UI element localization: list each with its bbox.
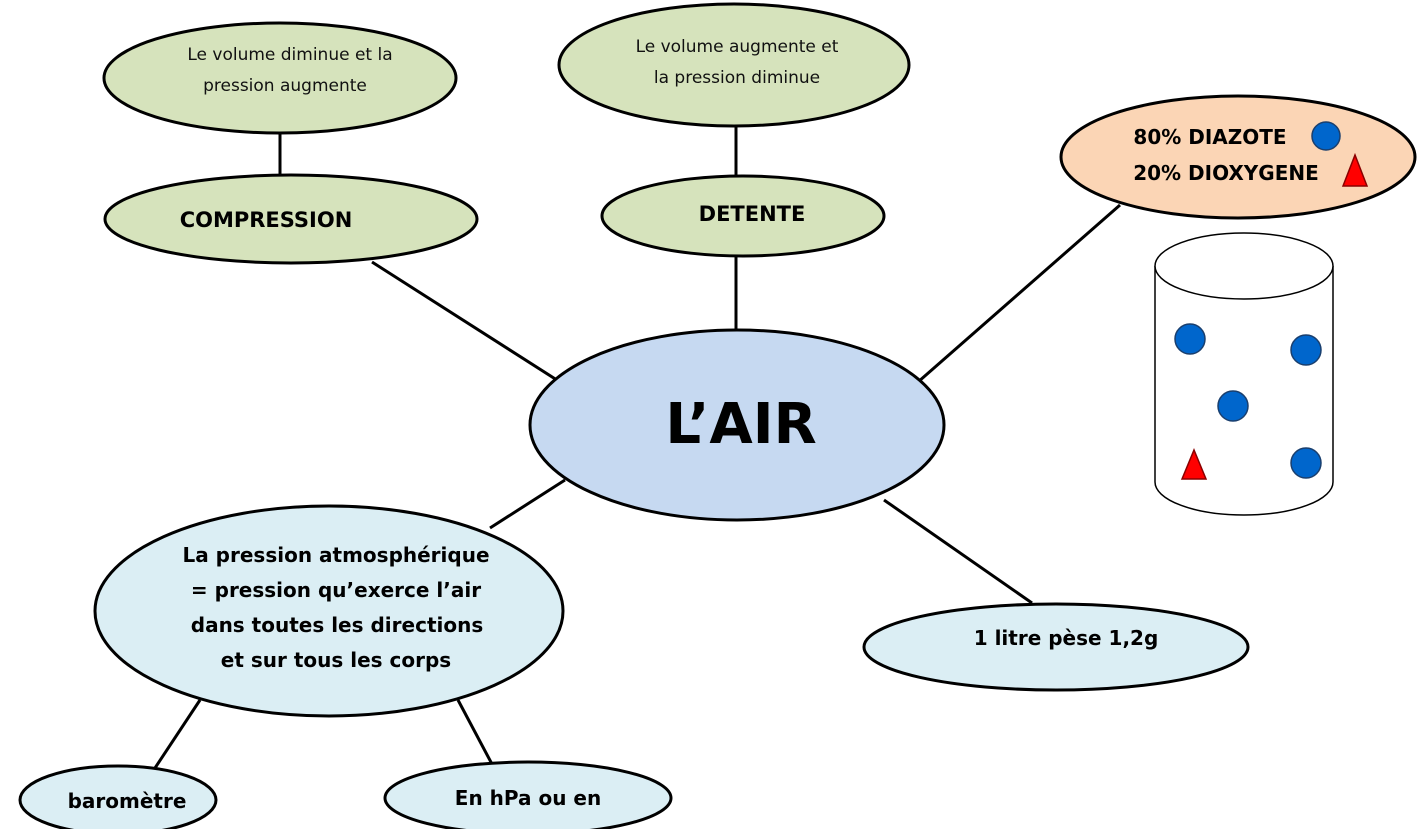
connector-center-composition [917,203,1121,384]
connector-lines [153,126,1121,769]
weight-node: 1 litre pèse 1,2g [862,602,1250,692]
weight-label: 1 litre pèse 1,2g [974,626,1159,650]
center-node: L’AIR [528,328,946,522]
diazote-particle [1290,334,1322,366]
compression-detail-node: Le volume diminue et la pression augment… [102,21,458,135]
composition-line1: 80% DIAZOTE [1133,125,1286,149]
detente-node: DETENTE [600,174,886,258]
composition-node: 80% DIAZOTE 20% DIOXYGENE [1059,94,1417,220]
connector-center-compression [371,260,561,384]
red-triangle-icon [1341,152,1369,187]
detente-label: DETENTE [699,202,806,226]
composition-line2: 20% DIOXYGENE [1133,161,1319,185]
connector-center-pressure [489,478,566,530]
compression-detail-line1: Le volume diminue et la [187,45,392,65]
pressure-line3: dans toutes les directions [191,613,484,637]
pressure-line1: La pression atmosphérique [182,543,489,567]
detente-detail-line2: la pression diminue [654,68,820,88]
blue-circle-icon [1311,121,1341,151]
compression-detail-line2: pression augmente [203,76,367,96]
cylinder-icon [1154,232,1334,516]
unit-label: En hPa ou en [455,786,601,810]
detente-detail-node: Le volume augmente et la pression diminu… [557,2,911,128]
diazote-particle [1290,447,1322,479]
unit-node: En hPa ou en [383,760,673,829]
pressure-line2: = pression qu’exerce l’air [191,578,481,602]
diazote-particle [1174,323,1206,355]
pressure-node: La pression atmosphérique = pression qu’… [93,504,565,718]
dioxygene-particle [1180,448,1208,480]
detente-detail-line1: Le volume augmente et [636,37,839,57]
connector-center-weight [883,498,1033,605]
barometre-label: baromètre [68,789,187,813]
connector-pressure-barometre [153,699,202,769]
diazote-particle [1217,390,1249,422]
connector-pressure-unit [456,699,495,767]
pressure-line4: et sur tous les corps [221,648,451,672]
compression-label: COMPRESSION [180,208,353,232]
center-title: L’AIR [665,392,816,457]
compression-node: COMPRESSION [103,173,479,265]
barometre-node: baromètre [18,764,218,829]
